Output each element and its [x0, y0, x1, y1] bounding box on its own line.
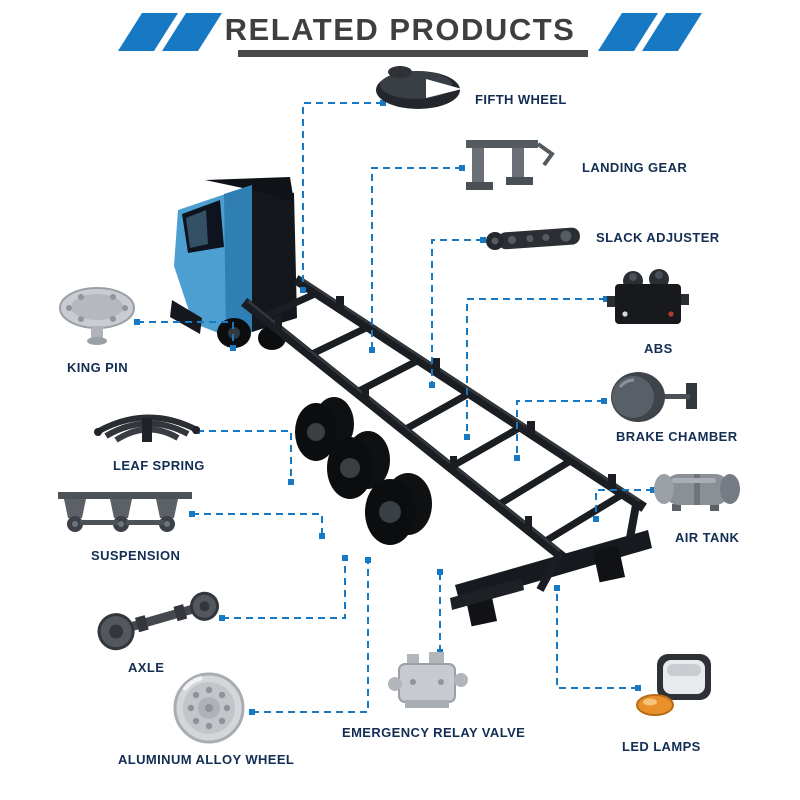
leader-landing-gear	[371, 167, 462, 350]
leader-led-lamps	[556, 588, 638, 689]
axle-image	[97, 591, 220, 651]
leader-fifth-wheel	[302, 102, 383, 290]
emergency-relay-valve-image	[388, 652, 468, 708]
leader-leaf-spring	[197, 430, 292, 482]
leader-brake-chamber	[516, 400, 604, 458]
leader-axle	[222, 558, 346, 619]
abs-image	[607, 269, 689, 324]
leader-suspension	[192, 513, 323, 536]
leader-slack-adjuster	[431, 239, 483, 385]
air-tank-image	[654, 474, 740, 511]
label-led-lamps: LED LAMPS	[622, 739, 701, 754]
label-abs: ABS	[644, 341, 673, 356]
label-air-tank: AIR TANK	[675, 530, 740, 545]
led-lamps-image	[636, 654, 711, 716]
rear-underride-assembly	[450, 504, 652, 627]
label-slack-adjuster: SLACK ADJUSTER	[596, 230, 720, 245]
landing-gear-image	[466, 140, 555, 190]
brake-chamber-image	[611, 372, 697, 422]
label-suspension: SUSPENSION	[91, 548, 181, 563]
truck-cab	[170, 177, 297, 350]
label-leaf-spring: LEAF SPRING	[113, 458, 205, 473]
twist-lock-posts	[275, 296, 616, 530]
label-aluminum-alloy-wheel: ALUMINUM ALLOY WHEEL	[118, 752, 295, 767]
frame-highlights	[247, 276, 641, 552]
leader-king-pin	[137, 321, 234, 348]
fifth-wheel-image	[376, 66, 462, 109]
label-landing-gear: LANDING GEAR	[582, 160, 688, 175]
label-emergency-relay-valve: EMERGENCY RELAY VALVE	[342, 725, 526, 740]
leaf-spring-image	[94, 414, 200, 443]
leader-abs	[466, 298, 606, 437]
aluminum-alloy-wheel-image	[173, 672, 245, 744]
trailer-frame	[240, 275, 647, 563]
slack-adjuster-image	[486, 227, 580, 250]
header: RELATED PRODUCTS	[0, 0, 800, 70]
label-fifth-wheel: FIFTH WHEEL	[475, 92, 567, 107]
header-slash-decoration-left	[118, 13, 222, 51]
king-pin-image	[59, 287, 135, 345]
suspension-image	[58, 492, 192, 532]
title-underline-bar	[238, 50, 588, 57]
page-title: RELATED PRODUCTS	[224, 12, 576, 47]
header-slash-decoration-right	[598, 13, 702, 51]
label-axle: AXLE	[128, 660, 165, 675]
label-brake-chamber: BRAKE CHAMBER	[616, 429, 738, 444]
trailer-wheels	[295, 397, 432, 545]
leader-air-tank	[595, 489, 653, 519]
label-king-pin: KING PIN	[67, 360, 128, 375]
leader-aluminum-alloy-wheel	[252, 560, 369, 713]
